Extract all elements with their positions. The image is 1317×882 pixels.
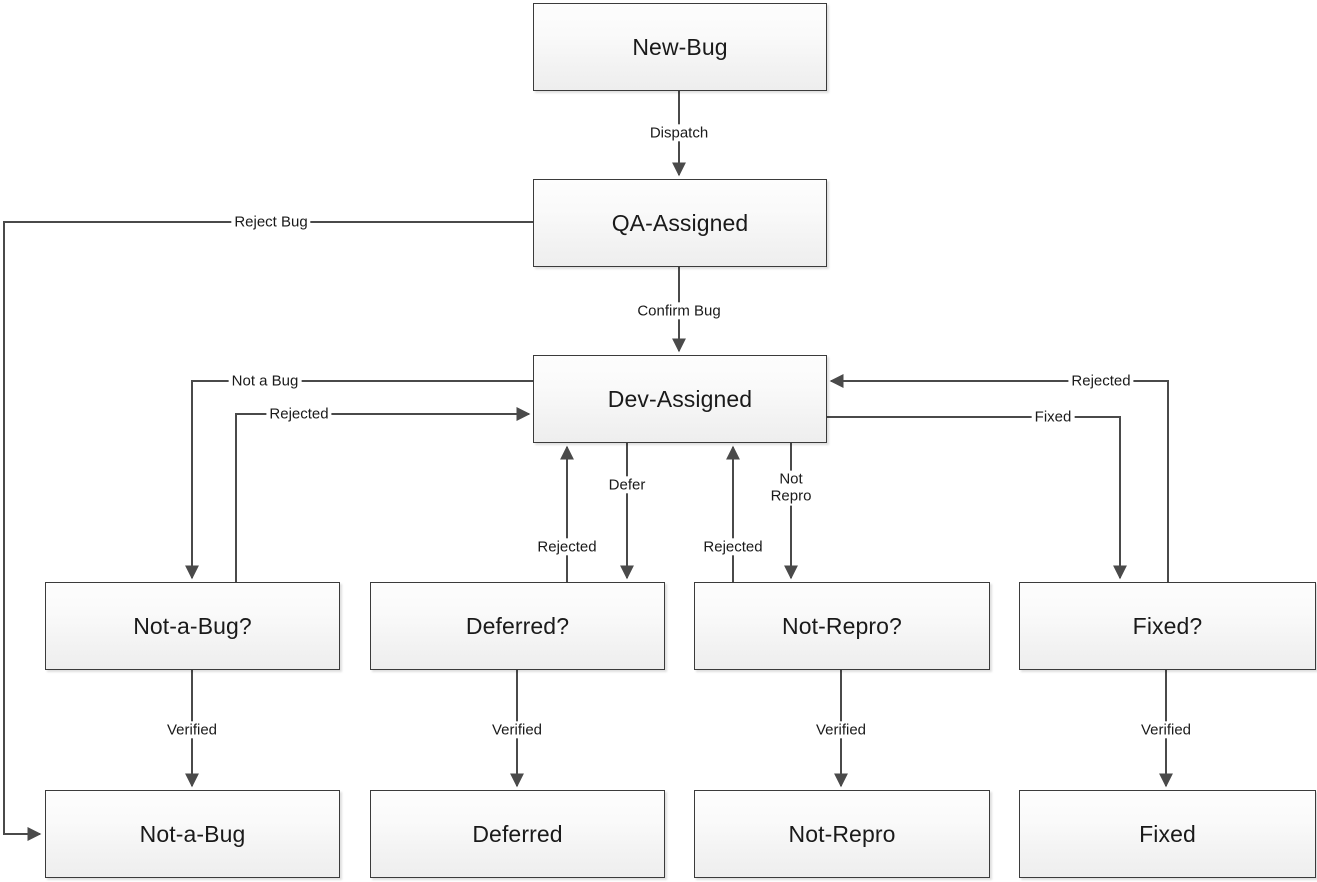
node-dev-assigned[interactable]: Dev-Assigned <box>533 355 827 443</box>
node-not-a-bug[interactable]: Not-a-Bug <box>45 790 340 878</box>
node-label-not-repro-question: Not-Repro? <box>782 612 902 639</box>
edge-rejected-not-a-bug <box>235 407 531 582</box>
edge-label-verified-not-repro: Verified <box>812 721 870 739</box>
edge-label-confirm-bug: Confirm Bug <box>634 302 724 320</box>
edge-label-verified-not-a-bug: Verified <box>163 721 221 739</box>
edge-label-rejected-deferred: Rejected <box>534 538 600 556</box>
edge-not-a-bug <box>185 380 533 580</box>
edge-label-rejected-not-repro: Rejected <box>700 538 766 556</box>
node-label-qa-assigned: QA-Assigned <box>611 209 749 236</box>
node-label-deferred: Deferred <box>472 820 563 847</box>
node-label-dev-assigned: Dev-Assigned <box>607 385 753 412</box>
node-label-deferred-question: Deferred? <box>465 612 570 639</box>
edge-label-verified-deferred: Verified <box>488 721 546 739</box>
node-label-not-repro: Not-Repro <box>788 820 896 847</box>
node-label-fixed: Fixed <box>1139 820 1196 847</box>
edge-label-fixed: Fixed <box>1031 408 1075 426</box>
node-deferred[interactable]: Deferred <box>370 790 665 878</box>
edge-fixed <box>827 416 1127 580</box>
node-new-bug[interactable]: New-Bug <box>533 3 827 91</box>
edge-label-rejected-fixed: Rejected <box>1068 372 1134 390</box>
node-not-a-bug-question[interactable]: Not-a-Bug? <box>45 582 340 670</box>
node-label-not-a-bug-question: Not-a-Bug? <box>133 612 252 639</box>
node-fixed[interactable]: Fixed <box>1019 790 1316 878</box>
edge-reject-bug <box>3 221 533 841</box>
node-fixed-question[interactable]: Fixed? <box>1019 582 1316 670</box>
edge-label-rejected-not-a-bug: Rejected <box>266 405 332 423</box>
node-deferred-question[interactable]: Deferred? <box>370 582 665 670</box>
node-label-fixed-question: Fixed? <box>1132 612 1203 639</box>
node-label-new-bug: New-Bug <box>632 33 728 60</box>
node-not-repro[interactable]: Not-Repro <box>694 790 990 878</box>
node-qa-assigned[interactable]: QA-Assigned <box>533 179 827 267</box>
node-not-repro-question[interactable]: Not-Repro? <box>694 582 990 670</box>
edge-rejected-fixed <box>829 374 1169 582</box>
node-label-not-a-bug: Not-a-Bug <box>139 820 246 847</box>
edge-label-not-a-bug: Not a Bug <box>228 372 302 390</box>
edge-label-reject-bug: Reject Bug <box>231 213 311 231</box>
edge-label-verified-fixed: Verified <box>1137 721 1195 739</box>
edge-label-defer: Defer <box>605 476 649 494</box>
edge-label-not-repro: Not Repro <box>767 470 815 506</box>
edge-label-dispatch: Dispatch <box>646 124 712 142</box>
